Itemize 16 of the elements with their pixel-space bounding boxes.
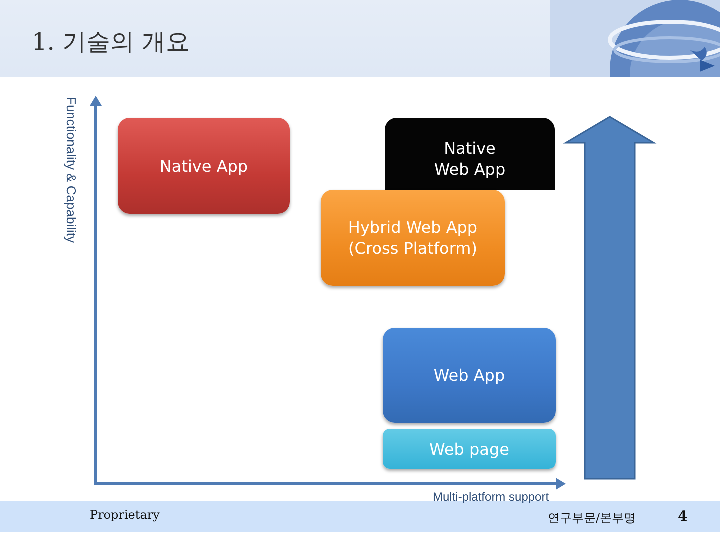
footer-text: Proprietary xyxy=(90,508,160,522)
box-label: Native App xyxy=(160,156,248,176)
slide-title: 1. 기술의 개요 xyxy=(32,27,190,58)
axis-label: Multi-platform support xyxy=(433,490,550,504)
box-label: Native Web App xyxy=(433,138,507,180)
box-label: Web page xyxy=(430,438,510,460)
axis-label: Functionality & Capability xyxy=(64,97,79,243)
rounded-box xyxy=(383,429,556,469)
rounded-box xyxy=(118,118,290,214)
footer-text: 연구부문/본부명 xyxy=(548,510,636,527)
page-number: 4 xyxy=(678,509,688,525)
box-label: Web App xyxy=(434,365,506,386)
box-label: Hybrid Web App (Cross Platform) xyxy=(347,217,479,259)
rounded-box xyxy=(383,328,556,423)
rounded-box xyxy=(321,190,505,286)
rounded-box xyxy=(385,118,555,190)
